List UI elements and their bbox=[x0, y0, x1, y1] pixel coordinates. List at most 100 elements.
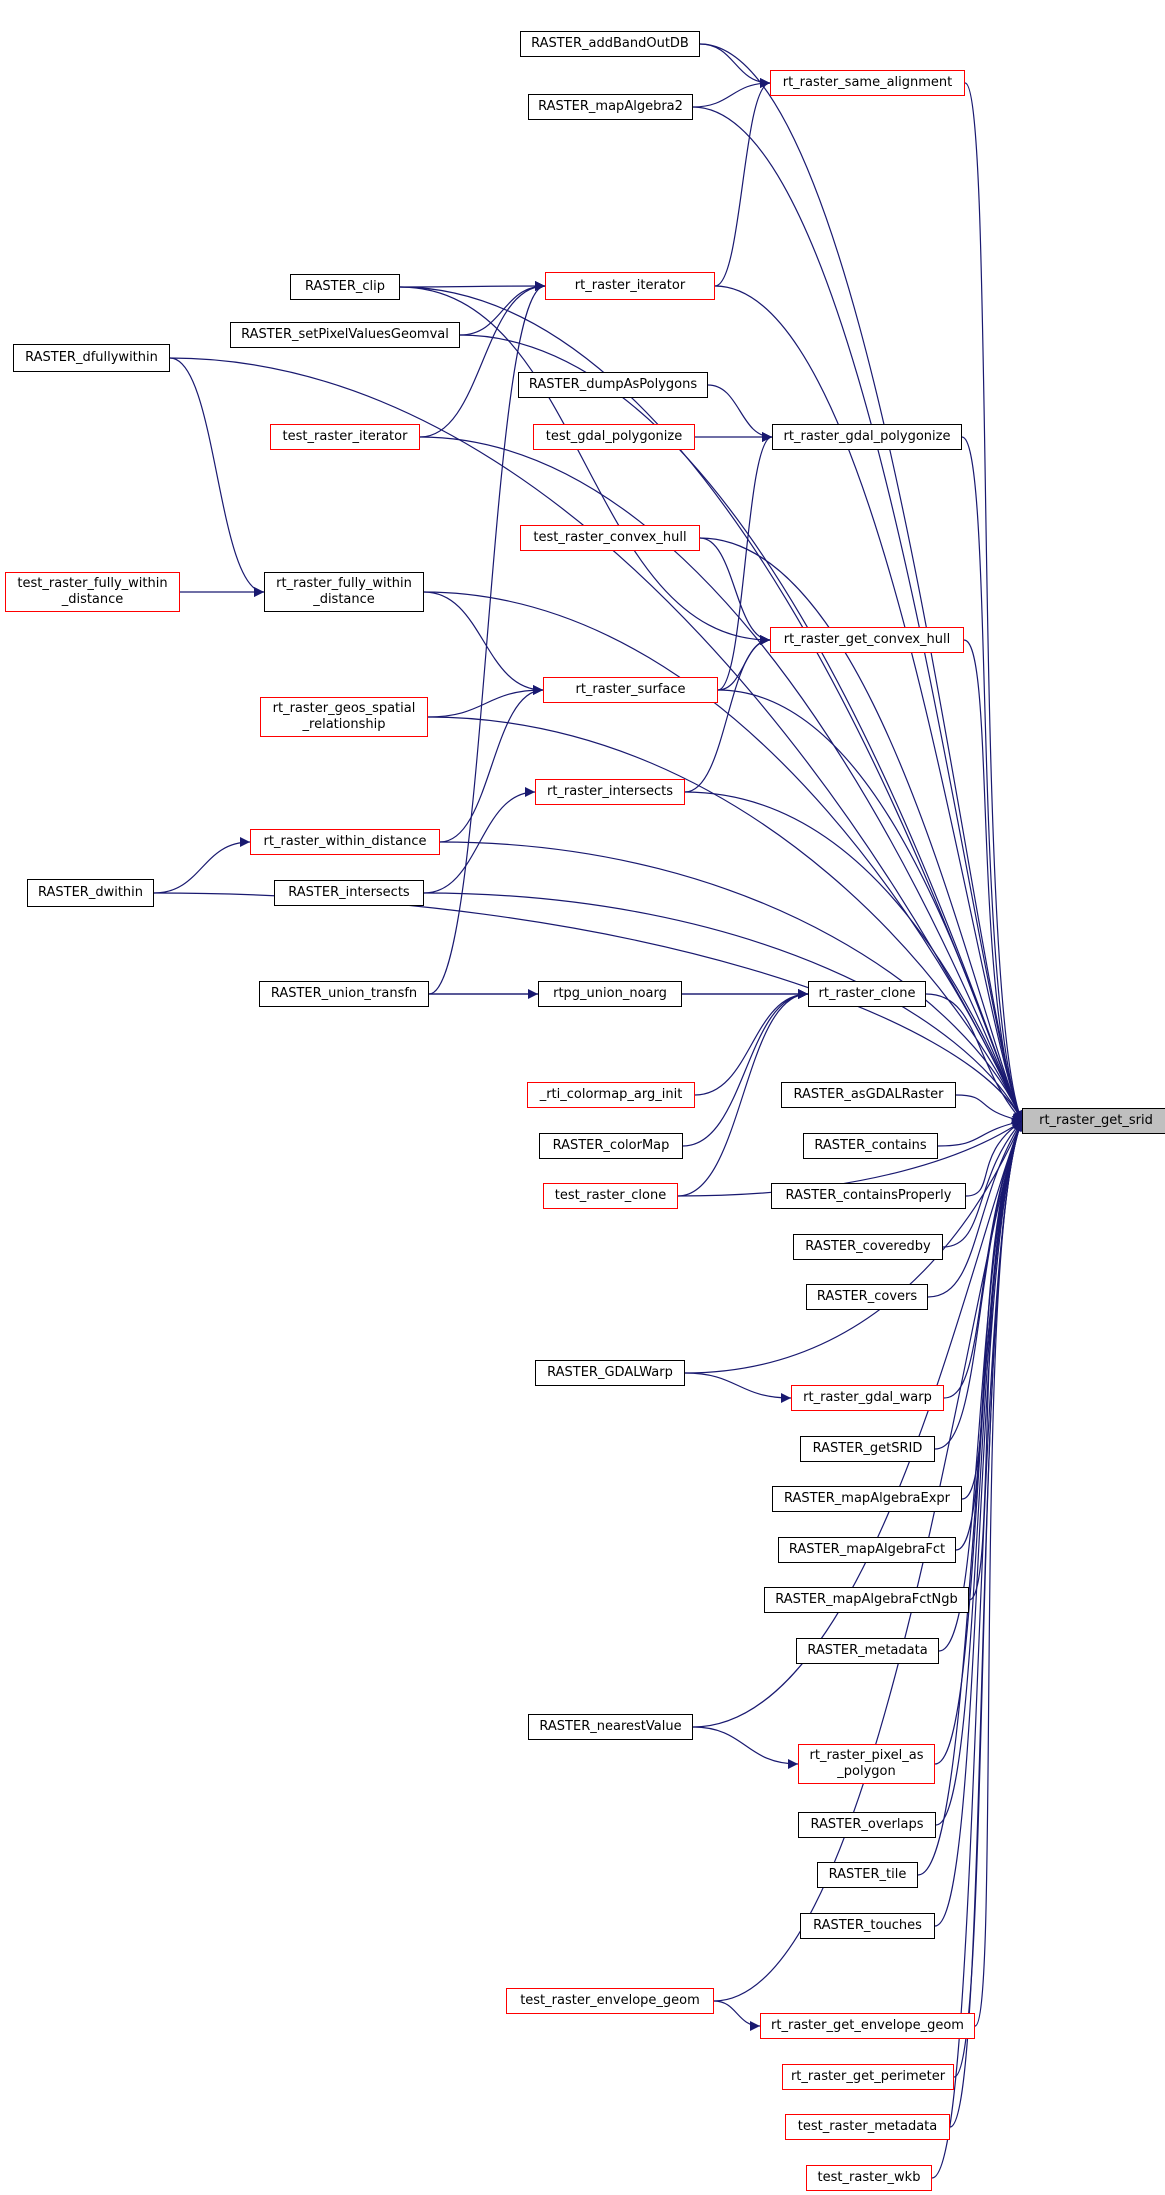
node-dfullywithin[interactable]: RASTER_dfullywithin bbox=[13, 344, 170, 372]
node-touches[interactable]: RASTER_touches bbox=[800, 1913, 935, 1939]
edge-intersects-to-target bbox=[684, 791, 1023, 1122]
node-setpixelvaluesgeomval[interactable]: RASTER_setPixelValuesGeomval bbox=[230, 322, 460, 348]
edge-RASTER_intersects-to-target bbox=[423, 892, 1023, 1122]
node-metadata[interactable]: RASTER_metadata bbox=[796, 1638, 939, 1664]
node-intersects[interactable]: rt_raster_intersects bbox=[535, 779, 685, 805]
edge-mapAlgebra2-to-same_alignment bbox=[692, 78, 771, 108]
node-nearestvalue[interactable]: RASTER_nearestValue bbox=[528, 1714, 693, 1740]
node-colormap[interactable]: RASTER_colorMap bbox=[539, 1133, 683, 1159]
node-coveredby[interactable]: RASTER_coveredby bbox=[793, 1234, 943, 1260]
node-test-raster-metadata[interactable]: test_raster_metadata bbox=[785, 2114, 950, 2140]
node-mapalgebraexpr[interactable]: RASTER_mapAlgebraExpr bbox=[772, 1486, 962, 1512]
edge-fully_within-to-surface bbox=[423, 591, 544, 695]
edge-gdal_polygonize-to-target bbox=[961, 436, 1023, 1122]
node-mapalgebrafct[interactable]: RASTER_mapAlgebraFct bbox=[778, 1537, 956, 1563]
node-colormap-arg-init[interactable]: _rti_colormap_arg_init bbox=[527, 1082, 695, 1108]
edge-addBandOutDB-to-same_alignment bbox=[699, 43, 771, 88]
edge-colormap_arg_init-to-clone bbox=[694, 989, 809, 1096]
edge-colorMap-to-clone bbox=[682, 989, 809, 1147]
edge-dumpAsPolygons-to-gdal_polygonize bbox=[707, 384, 773, 442]
edge-dfullywithin-to-fully_within bbox=[169, 357, 265, 597]
edge-clip-to-target bbox=[399, 286, 1023, 1122]
node-test-raster-wkb[interactable]: test_raster_wkb bbox=[806, 2165, 932, 2191]
edge-test_envelope_geom-to-get_envelope_geom bbox=[713, 2000, 761, 2031]
edge-touches-to-target bbox=[934, 1120, 1023, 1927]
node-addbandoutdb[interactable]: RASTER_addBandOutDB bbox=[520, 31, 700, 57]
edge-same_alignment-to-target bbox=[964, 82, 1023, 1122]
edge-clip-to-iterator bbox=[399, 281, 546, 292]
edge-test_raster_iterator-to-target bbox=[419, 436, 1023, 1122]
node-gdal-warp[interactable]: rt_raster_gdal_warp bbox=[791, 1385, 944, 1411]
edge-get_convex_hull-to-target bbox=[963, 639, 1023, 1122]
node-test-gdal-polygonize[interactable]: test_gdal_polygonize bbox=[533, 424, 695, 450]
node-fully-within[interactable]: rt_raster_fully_within _distance bbox=[264, 572, 424, 612]
node-getsrid[interactable]: RASTER_getSRID bbox=[800, 1436, 935, 1462]
edge-fully_within-to-target bbox=[423, 591, 1023, 1122]
edge-surface-to-target bbox=[717, 689, 1023, 1122]
edge-containsProperly-to-target bbox=[965, 1120, 1023, 1197]
edge-union_transfn-to-iterator bbox=[428, 281, 546, 995]
node-dwithin[interactable]: RASTER_dwithin bbox=[27, 879, 154, 907]
edge-test_raster_wkb-to-target bbox=[931, 1120, 1023, 2179]
node-asgdalraster[interactable]: RASTER_asGDALRaster bbox=[781, 1082, 956, 1108]
node-mapalgebrafctngb[interactable]: RASTER_mapAlgebraFctNgb bbox=[764, 1587, 969, 1613]
edge-geos_spatial-to-target bbox=[427, 716, 1023, 1122]
edge-GDALWarp-to-gdal_warp bbox=[684, 1372, 792, 1403]
edge-nearestValue-to-pixel_as_polygon bbox=[692, 1726, 799, 1769]
node-raster-intersects[interactable]: RASTER_intersects bbox=[274, 880, 424, 906]
node-get-envelope-geom[interactable]: rt_raster_get_envelope_geom bbox=[760, 2013, 975, 2039]
node-dumpaspolygons[interactable]: RASTER_dumpAsPolygons bbox=[518, 372, 708, 398]
edge-test_convex_hull-to-get_convex_hull bbox=[699, 537, 771, 645]
edge-coveredby-to-target bbox=[942, 1120, 1023, 1248]
edge-within_distance-to-surface bbox=[439, 685, 544, 843]
node-same-alignment[interactable]: rt_raster_same_alignment bbox=[770, 70, 965, 96]
node-test-envelope-geom[interactable]: test_raster_envelope_geom bbox=[506, 1988, 714, 2014]
node-iterator[interactable]: rt_raster_iterator bbox=[545, 272, 715, 300]
node-gdalwarp[interactable]: RASTER_GDALWarp bbox=[535, 1360, 685, 1386]
node-clip[interactable]: RASTER_clip bbox=[290, 274, 400, 300]
node-containsproperly[interactable]: RASTER_containsProperly bbox=[771, 1183, 966, 1209]
node-within-distance[interactable]: rt_raster_within_distance bbox=[250, 829, 440, 855]
edge-test_raster_clone-to-clone bbox=[677, 989, 809, 1197]
node-test-fully-within[interactable]: test_raster_fully_within _distance bbox=[5, 572, 180, 612]
node-union-transfn[interactable]: RASTER_union_transfn bbox=[259, 981, 429, 1007]
node-test-raster-clone[interactable]: test_raster_clone bbox=[543, 1183, 678, 1209]
edge-covers-to-target bbox=[927, 1120, 1023, 1298]
edge-test_raster_iterator-to-iterator bbox=[419, 281, 546, 438]
node-covers[interactable]: RASTER_covers bbox=[806, 1284, 928, 1310]
edge-test_raster_clone-to-target bbox=[677, 1120, 1023, 1197]
node-union-noarg[interactable]: rtpg_union_noarg bbox=[538, 981, 682, 1007]
node-target: rt_raster_get_srid bbox=[1022, 1108, 1165, 1134]
edge-mapAlgebra2-to-target bbox=[692, 106, 1023, 1122]
edge-setPixelValuesGeomval-to-iterator bbox=[459, 281, 546, 336]
node-geos-spatial[interactable]: rt_raster_geos_spatial _relationship bbox=[260, 697, 428, 737]
node-pixel-as-polygon[interactable]: rt_raster_pixel_as _polygon bbox=[798, 1744, 935, 1784]
edge-nearestValue-to-target bbox=[692, 1120, 1023, 1728]
edge-metadata-to-target bbox=[938, 1120, 1023, 1652]
edge-iterator-to-target bbox=[714, 285, 1023, 1122]
edge-dwithin-to-within_distance bbox=[153, 837, 251, 894]
node-get-perimeter[interactable]: rt_raster_get_perimeter bbox=[782, 2064, 954, 2090]
node-mapalgebra2[interactable]: RASTER_mapAlgebra2 bbox=[528, 94, 693, 120]
edge-intersects-to-get_convex_hull bbox=[684, 635, 771, 793]
node-get-convex-hull[interactable]: rt_raster_get_convex_hull bbox=[770, 627, 964, 653]
node-gdal-polygonize[interactable]: rt_raster_gdal_polygonize bbox=[772, 424, 962, 450]
edge-contains-to-target bbox=[937, 1118, 1023, 1147]
node-contains[interactable]: RASTER_contains bbox=[803, 1133, 938, 1159]
edge-tile-to-target bbox=[917, 1120, 1023, 1876]
edge-clone-to-target bbox=[925, 993, 1023, 1122]
edge-test_convex_hull-to-target bbox=[699, 537, 1023, 1122]
edge-addBandOutDB-to-target bbox=[699, 43, 1023, 1122]
edge-getSRID-to-target bbox=[934, 1120, 1023, 1450]
edge-asGDALRaster-to-target bbox=[955, 1094, 1023, 1124]
node-test-convex-hull[interactable]: test_raster_convex_hull bbox=[520, 525, 700, 551]
node-clone[interactable]: rt_raster_clone bbox=[808, 981, 926, 1007]
edge-iterator-to-same_alignment bbox=[714, 78, 771, 287]
node-surface[interactable]: rt_raster_surface bbox=[543, 677, 718, 703]
edge-surface-to-gdal_polygonize bbox=[717, 432, 773, 691]
node-tile[interactable]: RASTER_tile bbox=[817, 1862, 918, 1888]
edge-geos_spatial-to-surface bbox=[427, 685, 544, 718]
node-overlaps[interactable]: RASTER_overlaps bbox=[798, 1812, 936, 1838]
node-test-raster-iterator[interactable]: test_raster_iterator bbox=[270, 424, 420, 450]
